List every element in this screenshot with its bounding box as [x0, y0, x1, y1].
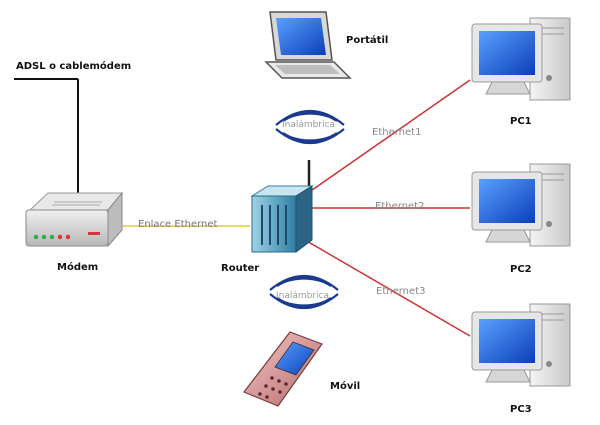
router-icon	[250, 160, 314, 253]
ethernet3-label: Ethernet3	[376, 286, 426, 297]
enlace-ethernet-label: Enlace Ethernet	[138, 219, 218, 230]
pc1-icon	[471, 17, 571, 101]
modem-icon	[25, 191, 124, 248]
pc2-label: PC2	[510, 264, 532, 275]
ethernet2-label: Ethernet2	[375, 201, 425, 212]
wireless-top-label: Inalámbrica	[282, 120, 336, 130]
pc1-label: PC1	[510, 116, 532, 127]
mobile-label: Móvil	[330, 381, 361, 392]
modem-label: Módem	[57, 262, 99, 273]
ethernet3-line	[304, 239, 471, 337]
laptop-icon	[264, 11, 352, 79]
pc3-icon	[471, 303, 571, 387]
mobile-phone-icon	[243, 331, 323, 407]
ethernet1-line	[304, 79, 471, 196]
adsl-line	[14, 78, 79, 200]
wireless-bottom-label: Inalámbrica	[276, 291, 330, 301]
router-label: Router	[221, 263, 260, 274]
wifi-waves-top-icon	[275, 109, 345, 145]
pc2-icon	[471, 163, 571, 247]
wifi-waves-bottom-icon	[269, 274, 339, 310]
adsl-label: ADSL o cablemódem	[16, 61, 132, 72]
laptop-label: Portátil	[346, 35, 389, 46]
ethernet1-label: Ethernet1	[372, 127, 422, 138]
pc3-label: PC3	[510, 404, 532, 415]
